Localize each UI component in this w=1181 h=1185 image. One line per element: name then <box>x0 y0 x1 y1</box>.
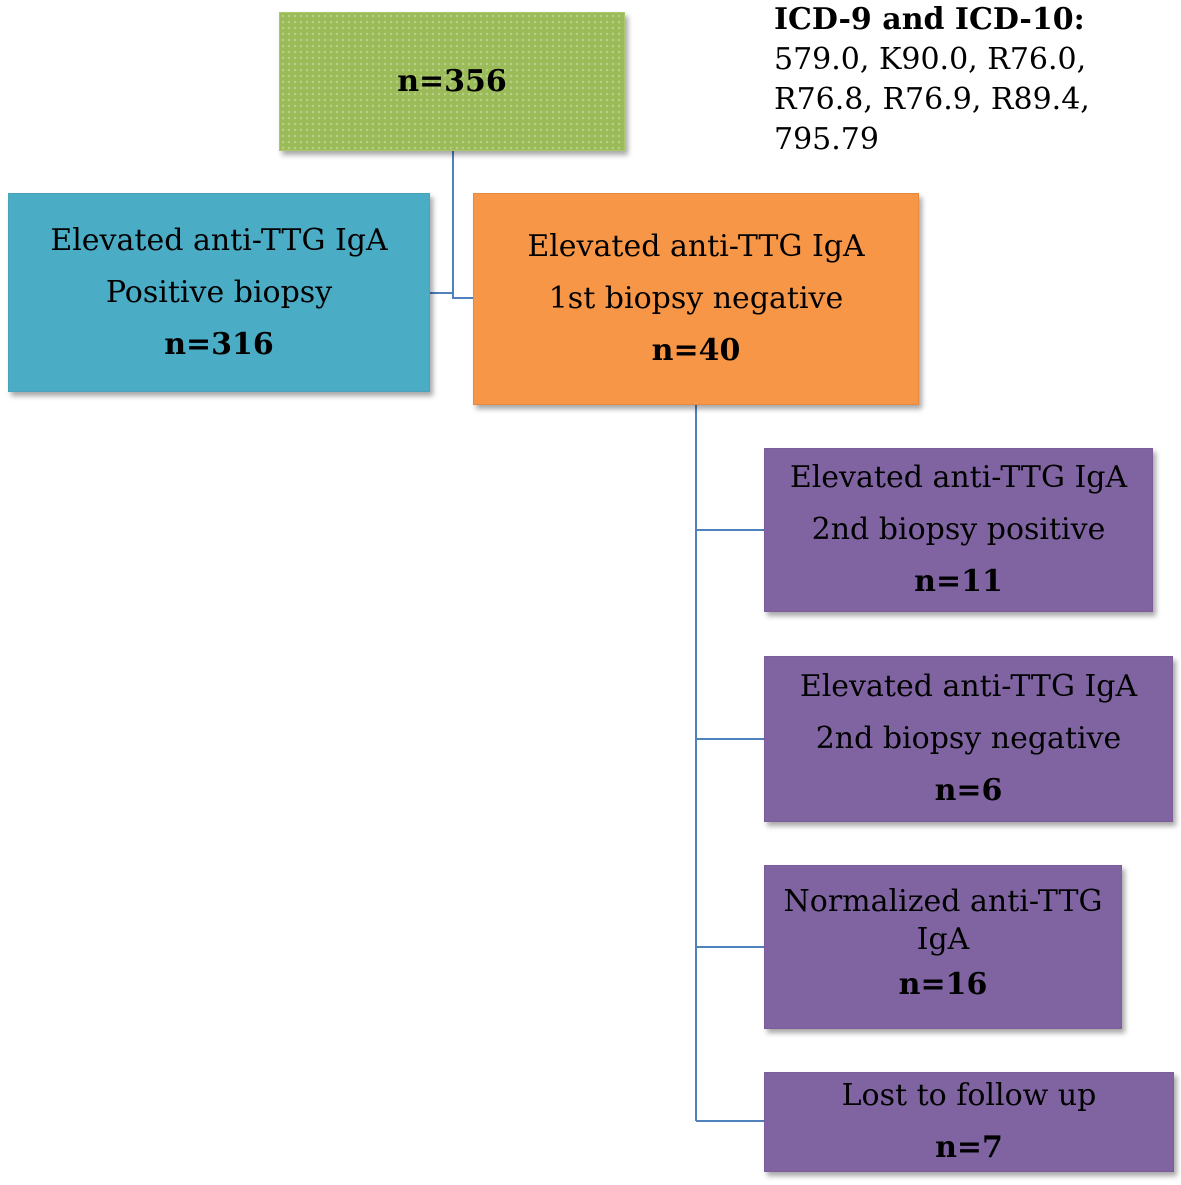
node-second-biopsy-positive-line2: 2nd biopsy positive <box>811 512 1106 547</box>
icd-codes-line: R76.8, R76.9, R89.4, <box>774 82 1090 117</box>
connector-total-to-split <box>452 151 473 299</box>
node-total-count: n=356 <box>397 63 507 99</box>
node-lost-to-follow-up-line1: Lost to follow up <box>841 1078 1097 1113</box>
node-first-biopsy-negative-line2: 1st biopsy negative <box>548 281 844 316</box>
icd-codes-line: 579.0, K90.0, R76.0, <box>774 42 1087 77</box>
node-lost-to-follow-up-count: n=7 <box>935 1130 1003 1165</box>
node-second-biopsy-positive-line1: Elevated anti-TTG IgA <box>789 460 1128 495</box>
icd-codes-title: ICD-9 and ICD-10: <box>774 2 1085 37</box>
node-positive-biopsy-line1: Elevated anti-TTG IgA <box>50 222 388 258</box>
node-first-biopsy-negative: Elevated anti-TTG IgA 1st biopsy negativ… <box>473 193 919 405</box>
node-second-biopsy-negative-line2: 2nd biopsy negative <box>815 721 1122 756</box>
node-positive-biopsy-line2: Positive biopsy <box>105 274 333 310</box>
node-total: n=356 <box>279 12 625 151</box>
node-lost-to-follow-up: Lost to follow up n=7 <box>764 1072 1174 1172</box>
node-first-biopsy-negative-line1: Elevated anti-TTG IgA <box>527 229 865 264</box>
node-second-biopsy-positive: Elevated anti-TTG IgA 2nd biopsy positiv… <box>764 448 1153 612</box>
node-positive-biopsy-count: n=316 <box>164 326 274 362</box>
node-positive-biopsy: Elevated anti-TTG IgA Positive biopsy n=… <box>8 193 430 392</box>
node-second-biopsy-negative: Elevated anti-TTG IgA 2nd biopsy negativ… <box>764 656 1173 822</box>
icd-codes-line: 795.79 <box>774 122 879 157</box>
node-second-biopsy-negative-line1: Elevated anti-TTG IgA <box>799 669 1138 704</box>
icd-codes-note: ICD-9 and ICD-10: 579.0, K90.0, R76.0, R… <box>774 0 1174 160</box>
node-second-biopsy-positive-count: n=11 <box>914 564 1003 599</box>
node-normalized: Normalized anti-TTG IgA n=16 <box>764 865 1122 1029</box>
node-first-biopsy-negative-count: n=40 <box>651 333 741 368</box>
node-second-biopsy-negative-count: n=6 <box>934 773 1003 808</box>
node-normalized-count: n=16 <box>898 967 988 1002</box>
node-normalized-line1: Normalized anti-TTG <box>783 884 1103 919</box>
node-normalized-line2: IgA <box>916 922 970 957</box>
